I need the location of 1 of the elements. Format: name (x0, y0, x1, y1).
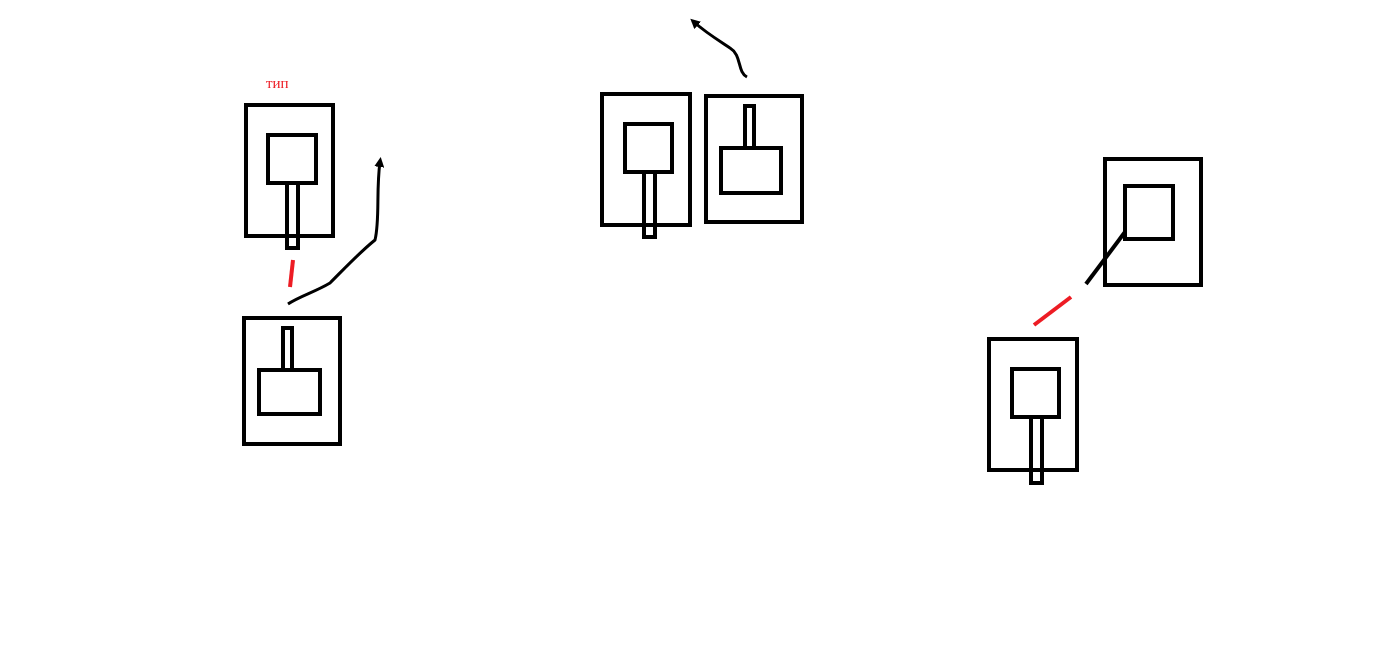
tank-label: тип (266, 75, 289, 91)
